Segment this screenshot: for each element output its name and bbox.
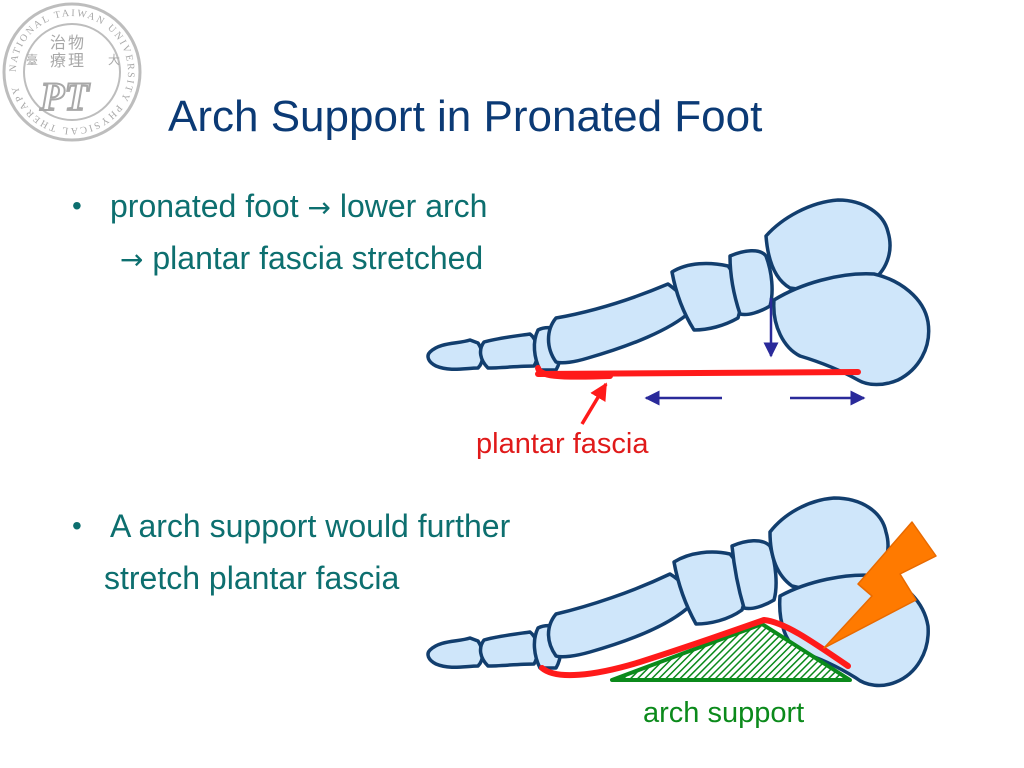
logo-monogram: PT (39, 74, 90, 119)
university-logo: NATIONAL TAIWAN UNIVERSITY PHYSICAL THER… (2, 2, 142, 142)
right-arrow-icon: → (307, 191, 331, 224)
bullet-marker-1: • (72, 190, 82, 221)
toe-distal-phalanx (426, 338, 485, 372)
logo-char-2: 理 (68, 51, 84, 70)
bullet-2-line-1: A arch support would further (110, 508, 511, 544)
pain-lightning-icon (823, 521, 937, 649)
navicular (728, 249, 774, 317)
metatarsal-b (546, 572, 694, 659)
logo-char-6: 臺 (26, 52, 38, 67)
arch-support-wedge (610, 622, 852, 682)
cuneiform-b (672, 550, 747, 626)
toe-distal-phalanx-b (426, 636, 485, 670)
bullet-1-text-c: plantar fascia stretched (152, 240, 484, 276)
bullet-1-text-a: pronated foot (110, 188, 299, 224)
toe-middle-phalanx-b (478, 630, 540, 668)
slide-title: Arch Support in Pronated Foot (168, 92, 763, 141)
talus-b (768, 496, 890, 592)
bullet-1-text-b: lower arch (339, 188, 488, 224)
toe-proximal-phalanx (532, 325, 563, 372)
bullet-1-line-2: → plantar fascia stretched (120, 242, 483, 274)
logo-inner-ring (23, 23, 121, 121)
right-arrow-icon: → (120, 243, 144, 276)
logo-char-1: 物 (68, 33, 84, 52)
plantar-fascia-pointer-icon (580, 382, 608, 425)
logo-char-3: 治 (50, 33, 66, 52)
logo-outer-ring (2, 2, 142, 142)
navicular-b (730, 539, 778, 611)
plantar-fascia-top (535, 369, 861, 377)
foot-bones-top (426, 198, 931, 387)
plantar-fascia-label: plantar fascia (476, 428, 649, 460)
toe-middle-phalanx (478, 332, 540, 370)
logo-char-4: 療 (50, 51, 66, 70)
calcaneus (772, 272, 931, 387)
plantar-fascia-top-curve (535, 365, 613, 380)
bullet-2-line-2: stretch plantar fascia (104, 560, 400, 596)
calcaneus-b (777, 573, 930, 688)
metatarsal (546, 282, 692, 365)
bullet-marker-2: • (72, 510, 82, 541)
cuneiform (670, 261, 743, 332)
logo-char-5: 大 (108, 53, 120, 67)
arch-support-label: arch support (643, 697, 805, 729)
bullet-1-line-1: pronated foot → lower arch (110, 190, 487, 222)
toe-proximal-phalanx-b (532, 623, 563, 670)
plantar-fascia-bottom (539, 617, 851, 679)
talus (764, 198, 892, 293)
